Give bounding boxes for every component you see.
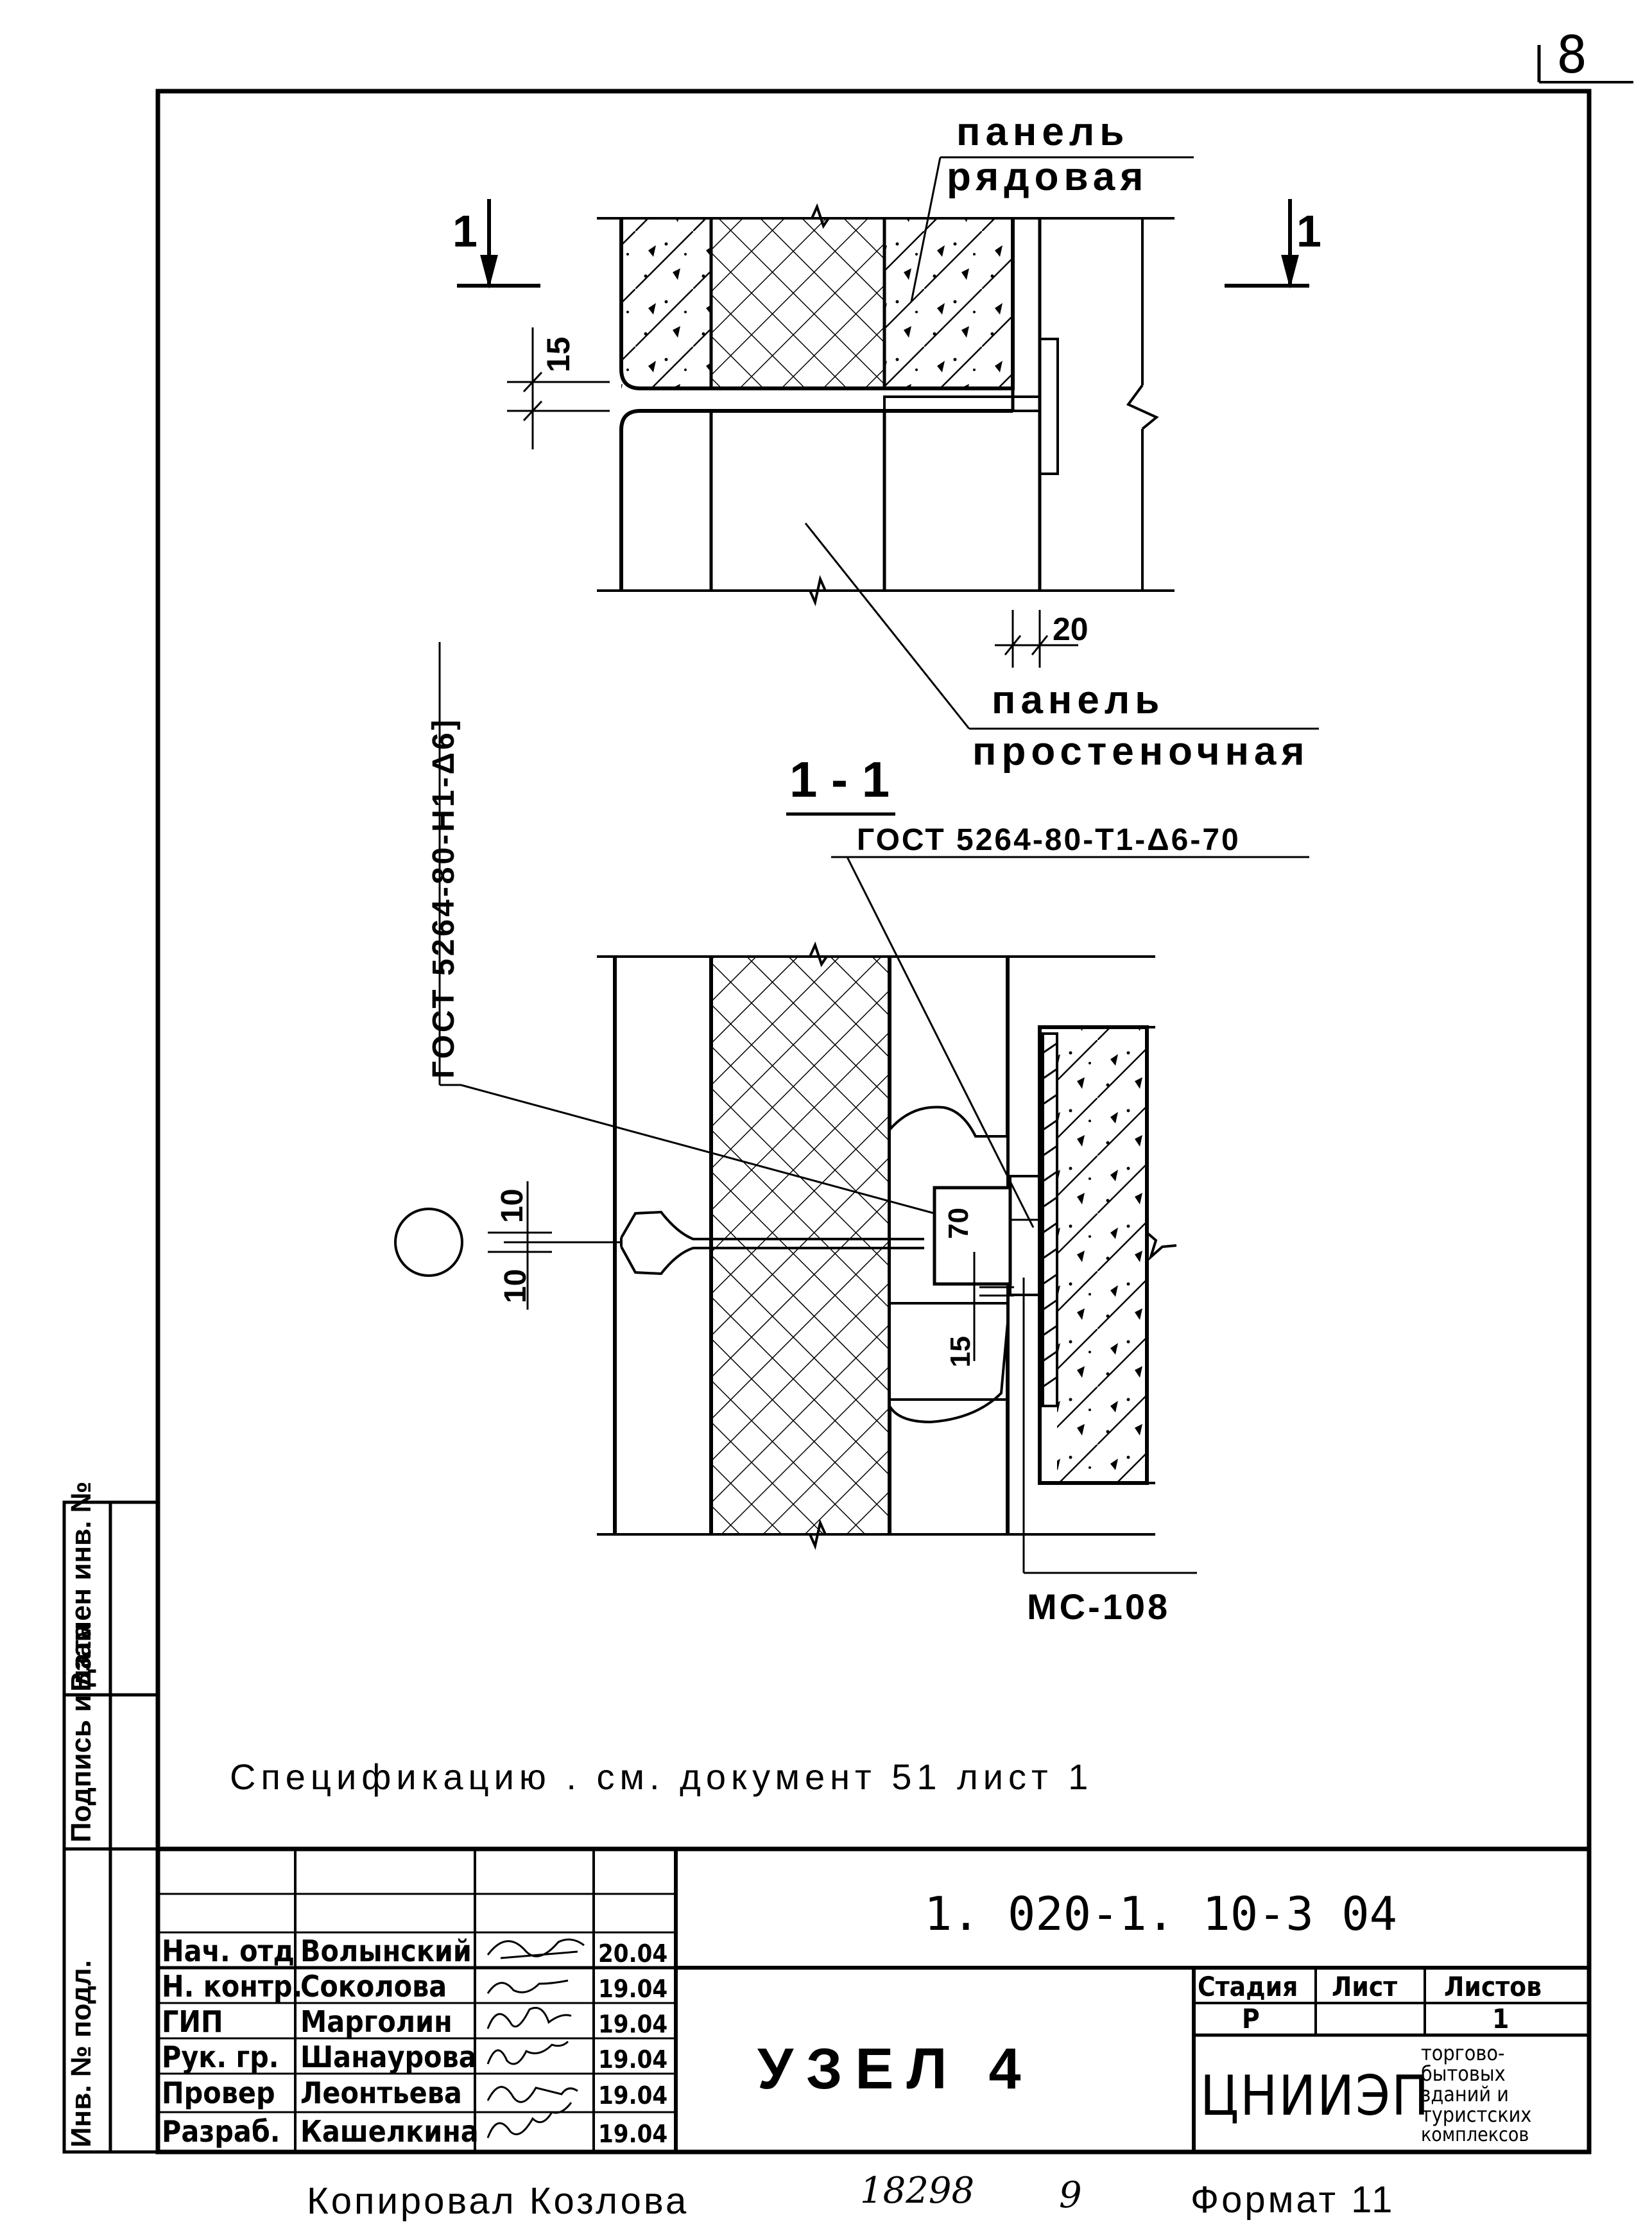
side-stamp-inventory-number: Инв. № подл. — [65, 1960, 97, 2147]
section-mark-right — [1225, 199, 1309, 289]
format-label: Формат 11 — [1191, 2179, 1395, 2221]
organization-desc-line: комплексов — [1421, 2124, 1529, 2146]
sheet-reference: 9 — [1059, 2174, 1082, 2216]
side-stamp-replaces: Взамен инв. № — [65, 1481, 97, 1692]
top-section-drawing — [457, 156, 1319, 730]
staff-name: Марголин — [300, 2004, 452, 2039]
staff-name: Волынский — [300, 1934, 472, 1968]
gost-left-label: ГОСТ 5264-80-Н1-Δ6] — [427, 717, 461, 1079]
staff-date: 19.04 — [598, 1975, 668, 2003]
section-mark-left — [457, 199, 540, 289]
drawing-frame — [155, 89, 1592, 2155]
staff-date: 19.04 — [598, 2045, 668, 2074]
side-stamp-lines — [62, 1500, 160, 2154]
staff-name: Леонтьева — [300, 2076, 462, 2110]
dim-15-bottom: 15 — [945, 1336, 976, 1367]
section-1-1-drawing — [394, 642, 1309, 1574]
dim-20: 20 — [1053, 611, 1088, 647]
wall-panel-label-1: панель — [992, 678, 1165, 722]
stage-header: Стадия — [1198, 1971, 1298, 2002]
dim-10-left: 10 — [499, 1269, 533, 1303]
copied-by: Копировал Козлова — [307, 2180, 689, 2222]
staff-date: 19.04 — [598, 2081, 668, 2110]
section-label-right: 1 — [1296, 206, 1321, 256]
sheet-number-mark — [1537, 45, 1633, 83]
staff-date: 19.04 — [598, 2120, 668, 2148]
order-number: 18298 — [860, 2170, 975, 2212]
staff-date: 20.04 — [598, 1939, 668, 1968]
sheet-header: Лист — [1332, 1971, 1398, 2002]
row-panel-label-2: рядовая — [947, 155, 1149, 199]
sheets-value: 1 — [1492, 2003, 1510, 2034]
section-1-1-title: 1 - 1 — [789, 751, 890, 808]
staff-date: 19.04 — [598, 2010, 668, 2038]
gost-right-label: ГОСТ 5264-80-Т1-Δ6-70 — [857, 823, 1241, 857]
drawing-title: УЗЕЛ 4 — [757, 2037, 1034, 2101]
sheet-number: 8 — [1556, 25, 1588, 85]
staff-name: Шанаурова — [300, 2040, 477, 2074]
organization-desc-line: бытовых — [1421, 2061, 1506, 2086]
dim-15-top: 15 — [540, 336, 576, 372]
staff-role: ГИП — [162, 2004, 223, 2039]
organization-name: ЦНИИЭП — [1200, 2064, 1431, 2128]
section-label-left: 1 — [452, 206, 478, 256]
staff-role: Провер — [162, 2076, 275, 2110]
wall-panel-label-2: простеночная — [972, 729, 1310, 774]
dim-10-top: 10 — [495, 1188, 529, 1223]
staff-name: Кашелкина — [300, 2114, 479, 2149]
staff-role: Н. контр. — [162, 1969, 303, 2004]
row-panel-label-1: панель — [956, 110, 1130, 154]
organization-desc-line: зданий и — [1421, 2082, 1509, 2106]
staff-role: Нач. отд — [162, 1934, 295, 1968]
staff-role: Разраб. — [162, 2114, 280, 2149]
organization-description: торгово- бытовых зданий и туристских ком… — [1421, 2043, 1588, 2146]
specification-note: Спецификацию . см. документ 51 лист 1 — [230, 1756, 1094, 1797]
sheets-header: Листов — [1444, 1971, 1542, 2002]
organization-desc-line: туристских — [1421, 2103, 1532, 2127]
organization-desc-line: торгово- — [1421, 2041, 1505, 2065]
signatures — [486, 1938, 585, 2138]
document-code: 1. 020-1. 10-3 04 — [924, 1887, 1397, 1941]
part-mark: МС-108 — [1027, 1586, 1171, 1627]
title-block-lines — [158, 1846, 1589, 2152]
staff-role: Рук. гр. — [162, 2040, 279, 2074]
stage-value: Р — [1242, 2003, 1260, 2034]
dim-70: 70 — [943, 1208, 974, 1239]
staff-name: Соколова — [300, 1969, 447, 2004]
